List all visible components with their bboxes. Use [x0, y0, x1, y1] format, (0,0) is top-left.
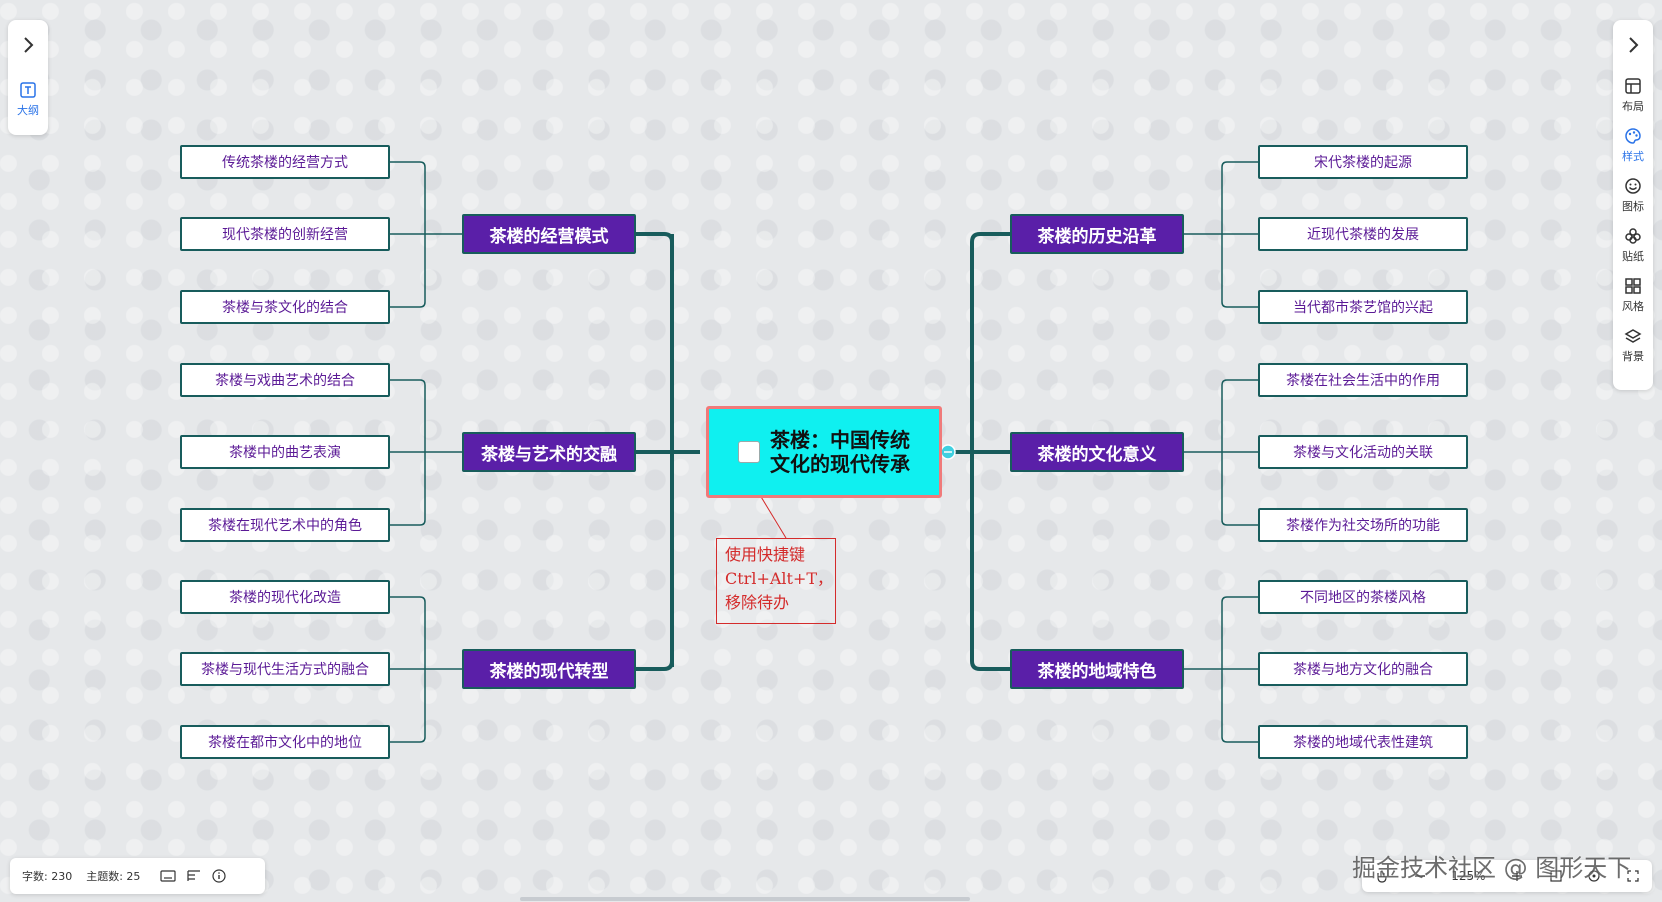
- branch-topic[interactable]: 茶楼的经营模式: [462, 214, 636, 254]
- subtopic[interactable]: 不同地区的茶楼风格: [1258, 580, 1468, 614]
- chevron-right-icon: [24, 37, 34, 53]
- chevron-right-icon: [1629, 37, 1639, 53]
- subtopic[interactable]: 茶楼的地域代表性建筑: [1258, 725, 1468, 759]
- layout-icon: [1625, 77, 1641, 94]
- sticker-label: 贴纸: [1622, 249, 1644, 263]
- fit-screen-icon[interactable]: [1549, 869, 1563, 883]
- zoom-out-icon[interactable]: [1413, 869, 1427, 883]
- hand-icon[interactable]: [1374, 869, 1388, 883]
- theme-label: 风格: [1622, 299, 1644, 313]
- outline-label: 大纲: [17, 103, 39, 117]
- outline-icon: [20, 81, 36, 98]
- sticker-tool[interactable]: 贴纸: [1613, 220, 1653, 270]
- smiley-icon: [1625, 177, 1641, 194]
- todo-checkbox[interactable]: [738, 441, 760, 463]
- subtopic[interactable]: 茶楼作为社交场所的功能: [1258, 508, 1468, 542]
- subtopic[interactable]: 宋代茶楼的起源: [1258, 145, 1468, 179]
- subtopic[interactable]: 茶楼与地方文化的融合: [1258, 652, 1468, 686]
- subtopic[interactable]: 茶楼与茶文化的结合: [180, 290, 390, 324]
- subtopic[interactable]: 茶楼在都市文化中的地位: [180, 725, 390, 759]
- zoom-in-icon[interactable]: [1510, 869, 1524, 883]
- icon-label: 图标: [1622, 199, 1644, 213]
- zoom-bar: 125%: [1362, 860, 1652, 892]
- locate-icon[interactable]: [1587, 869, 1601, 883]
- background-tool[interactable]: 背景: [1613, 320, 1653, 370]
- zoom-level[interactable]: 125%: [1451, 869, 1486, 883]
- subtopic[interactable]: 近现代茶楼的发展: [1258, 217, 1468, 251]
- layers-icon: [1624, 328, 1642, 343]
- background-label: 背景: [1622, 349, 1644, 363]
- sticker-icon: [1625, 227, 1641, 244]
- layout-label: 布局: [1622, 99, 1644, 113]
- theme-tool[interactable]: 风格: [1613, 270, 1653, 320]
- callout-line3: 移除待办: [725, 593, 790, 612]
- icon-tool[interactable]: 图标: [1613, 170, 1653, 220]
- subtopic[interactable]: 传统茶楼的经营方式: [180, 145, 390, 179]
- fullscreen-icon[interactable]: [1626, 869, 1640, 883]
- callout-line1: 使用快捷键: [725, 545, 806, 564]
- branch-topic[interactable]: 茶楼的文化意义: [1010, 432, 1184, 472]
- root-title-line2: 文化的现代传承: [770, 452, 910, 476]
- root-topic[interactable]: 茶楼：中国传统 文化的现代传承: [706, 406, 942, 498]
- outline-button[interactable]: 大纲: [8, 70, 48, 128]
- root-title-line1: 茶楼：中国传统: [770, 428, 910, 452]
- horizontal-scrollbar[interactable]: [520, 897, 970, 901]
- style-label: 样式: [1622, 149, 1644, 163]
- subtopic[interactable]: 茶楼中的曲艺表演: [180, 435, 390, 469]
- style-tool[interactable]: 样式: [1613, 120, 1653, 170]
- callout-line2: Ctrl+Alt+T，: [725, 569, 834, 588]
- right-panel: 布局 样式 图标 贴纸 风格 背景: [1613, 20, 1653, 390]
- callout-note[interactable]: 使用快捷键 Ctrl+Alt+T， 移除待办: [716, 538, 836, 624]
- layout-tool[interactable]: 布局: [1613, 70, 1653, 120]
- topic-count: 主题数: 25: [86, 870, 141, 883]
- left-panel: 大纲: [8, 20, 48, 135]
- branch-topic[interactable]: 茶楼与艺术的交融: [462, 432, 636, 472]
- expand-left-panel-button[interactable]: [8, 20, 48, 70]
- status-bar: 字数: 230 主题数: 25: [10, 858, 265, 894]
- subtopic[interactable]: 当代都市茶艺馆的兴起: [1258, 290, 1468, 324]
- subtopic[interactable]: 茶楼与文化活动的关联: [1258, 435, 1468, 469]
- subtopic[interactable]: 茶楼在社会生活中的作用: [1258, 363, 1468, 397]
- subtopic[interactable]: 茶楼与戏曲艺术的结合: [180, 363, 390, 397]
- branch-topic[interactable]: 茶楼的地域特色: [1010, 649, 1184, 689]
- subtopic[interactable]: 茶楼的现代化改造: [180, 580, 390, 614]
- keyboard-icon[interactable]: [160, 870, 177, 882]
- branch-topic[interactable]: 茶楼的历史沿革: [1010, 214, 1184, 254]
- subtopic[interactable]: 茶楼与现代生活方式的融合: [180, 652, 390, 686]
- info-icon[interactable]: [212, 869, 227, 883]
- branch-topic[interactable]: 茶楼的现代转型: [462, 649, 636, 689]
- grid-icon: [1625, 277, 1641, 294]
- expand-right-panel-button[interactable]: [1613, 20, 1653, 70]
- palette-icon: [1625, 127, 1641, 144]
- structure-icon[interactable]: [186, 869, 202, 883]
- word-count: 字数: 230: [22, 870, 73, 883]
- subtopic[interactable]: 现代茶楼的创新经营: [180, 217, 390, 251]
- subtopic[interactable]: 茶楼在现代艺术中的角色: [180, 508, 390, 542]
